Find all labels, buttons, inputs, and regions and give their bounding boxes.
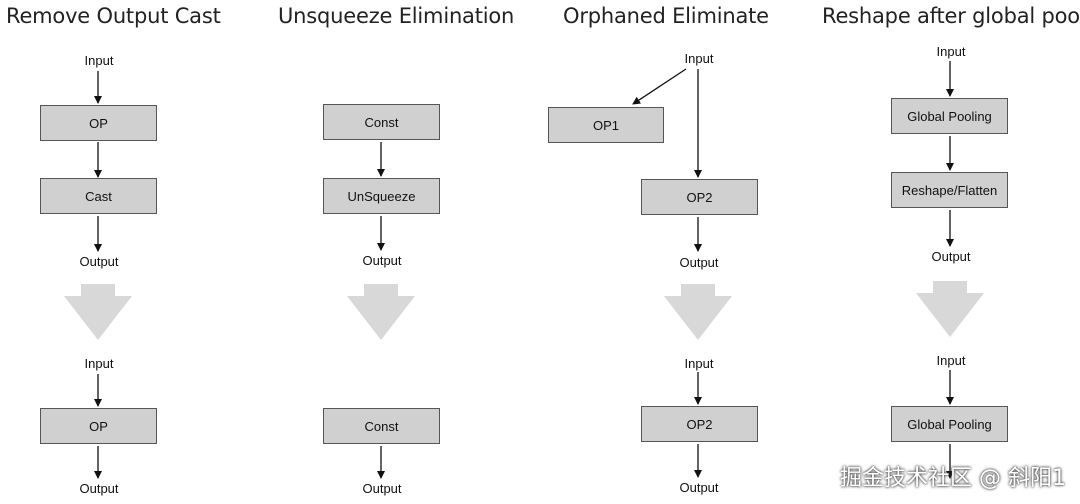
node-output: Output <box>362 253 402 268</box>
node-input: Input <box>84 53 114 68</box>
node-op: OP <box>40 105 157 141</box>
edge-input-op1 <box>632 68 687 105</box>
watermark: 掘金技术社区 @ 斜阳1 <box>840 466 1066 491</box>
node-reshape-flatten: Reshape/Flatten <box>891 172 1008 208</box>
node-op1: OP1 <box>548 107 664 143</box>
node-output: Output <box>79 254 119 269</box>
node-cast: Cast <box>40 178 157 214</box>
transform-arrow-2 <box>347 284 415 340</box>
node-output: Output <box>931 249 971 264</box>
node-op2: OP2 <box>641 179 758 215</box>
node-const: Const <box>323 104 440 140</box>
title-unsqueeze-elimination: Unsqueeze Elimination <box>278 4 515 28</box>
node-input: Input <box>684 51 714 66</box>
title-reshape-after-global-pooling: Reshape after global pooling <box>822 4 1080 28</box>
node-input-after: Input <box>84 356 114 371</box>
transform-arrow-1 <box>64 284 132 340</box>
node-output-after: Output <box>362 481 402 496</box>
title-orphaned-eliminate: Orphaned Eliminate <box>563 4 769 28</box>
node-const-after: Const <box>323 408 440 444</box>
node-output-after: Output <box>679 480 719 495</box>
transform-arrow-3 <box>664 284 732 340</box>
node-input: Input <box>936 44 966 59</box>
node-op2-after: OP2 <box>641 406 758 442</box>
title-remove-output-cast: Remove Output Cast <box>6 4 221 28</box>
transform-arrow-4 <box>916 281 984 337</box>
node-unsqueeze: UnSqueeze <box>323 178 440 214</box>
node-input-after: Input <box>684 356 714 371</box>
node-global-pooling: Global Pooling <box>891 98 1008 134</box>
node-global-pooling-after: Global Pooling <box>891 406 1008 442</box>
node-op-after: OP <box>40 408 157 444</box>
node-output-after: Output <box>79 481 119 496</box>
node-input-after: Input <box>936 353 966 368</box>
node-output: Output <box>679 255 719 270</box>
